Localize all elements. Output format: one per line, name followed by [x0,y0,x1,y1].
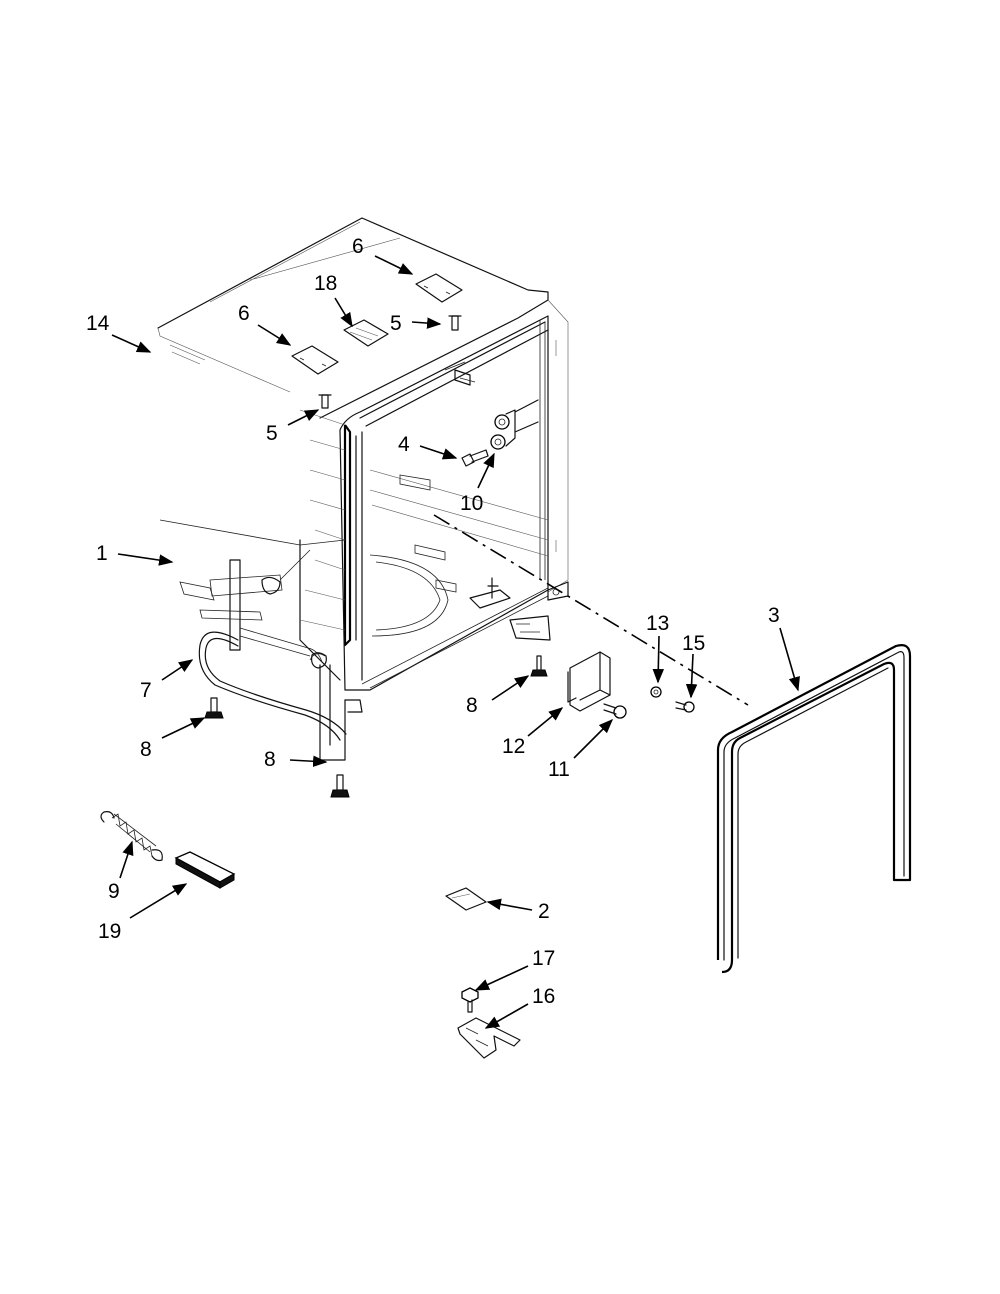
screw-part-17 [461,987,479,1013]
callout-8-bottom: 8 [264,748,276,771]
callout-5-left: 5 [266,422,278,445]
callout-14: 14 [86,312,110,335]
alignment-line [433,514,749,706]
screw-part-15 [675,701,695,713]
door-gasket [716,644,912,974]
callout-8-left: 8 [140,738,152,761]
callout-11: 11 [548,758,570,781]
callout-3: 3 [768,604,780,627]
callout-5-right: 5 [390,312,402,335]
bracket-part-12 [567,651,611,712]
callout-18: 18 [314,272,337,295]
door-spring [100,811,163,862]
tub-assembly [157,217,569,761]
callout-9: 9 [108,880,120,903]
callout-19: 19 [98,920,121,943]
callout-12: 12 [502,735,525,758]
callout-7: 7 [140,679,152,702]
washer-part-13 [650,686,662,698]
hinge-roller [490,399,539,450]
leveling-leg-c [330,774,350,798]
callout-6-right: 6 [352,235,364,258]
callout-6-left: 6 [238,302,250,325]
callout-labels: 14 6 18 5 6 5 4 10 1 7 8 8 8 12 11 13 15… [86,235,780,1008]
mounting-bracket-top [343,319,389,347]
hinge-plate-right [415,273,463,303]
callout-17: 17 [532,947,555,970]
callout-8-middle: 8 [466,694,478,717]
screw-part-11 [603,703,627,719]
callout-10: 10 [460,492,483,515]
leveling-leg-b [204,697,224,719]
screw-top-left [318,394,332,409]
screw-top-right [448,315,462,331]
screw-part-4 [461,449,489,467]
callout-16: 16 [532,985,555,1008]
callout-2: 2 [538,900,550,923]
callout-13: 13 [646,612,669,635]
callout-15: 15 [682,632,705,655]
clip-part-2 [445,887,487,911]
leveling-leg-a [530,655,548,677]
wire-harness [198,627,347,741]
callout-leaders [111,255,800,1029]
callout-4: 4 [398,433,410,456]
callout-1: 1 [96,542,108,565]
foam-pad [174,851,236,889]
mount-bracket-part-16 [457,1017,521,1059]
hinge-plate-left [291,345,339,375]
